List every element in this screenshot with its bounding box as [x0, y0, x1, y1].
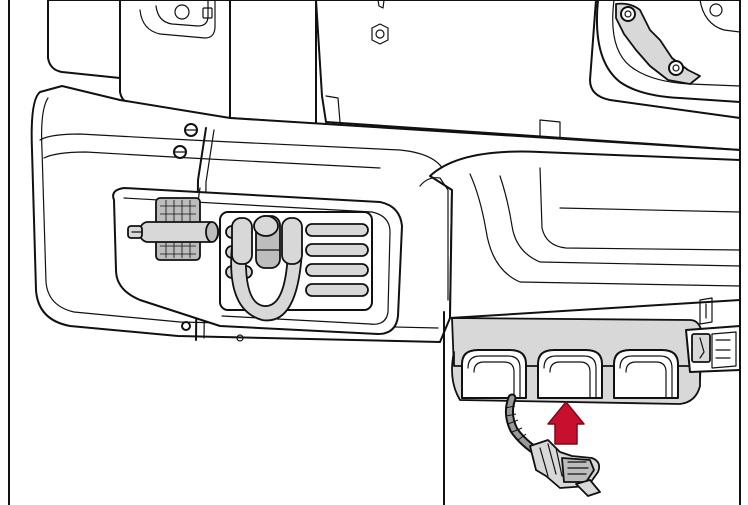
right-bumper-end — [419, 150, 741, 319]
d-ring-shackle — [230, 215, 303, 322]
shackle-pin — [127, 221, 219, 243]
wiring-plug — [504, 393, 601, 497]
arrow-up-icon — [547, 401, 585, 445]
wheel-housing — [595, 0, 741, 103]
detail-inset — [443, 297, 741, 505]
